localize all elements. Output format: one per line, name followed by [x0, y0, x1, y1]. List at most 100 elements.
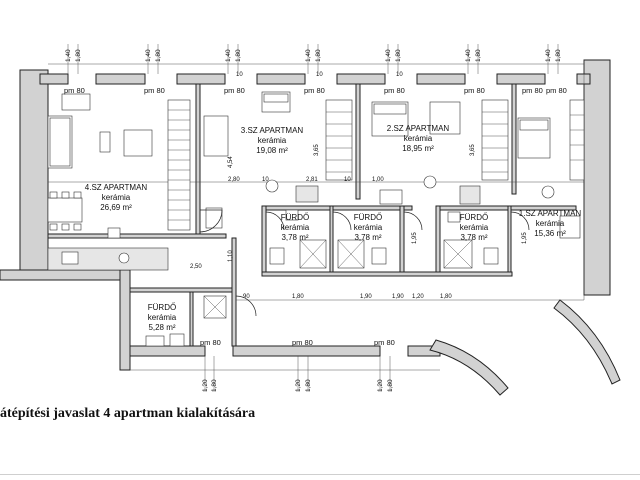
dim-label: 1,80 [475, 49, 482, 62]
room-area: 15,36 m² [534, 229, 566, 238]
furniture-apt3 [203, 91, 319, 229]
room-label-apt4: 4.SZ APARTMAN kerámia 26,69 m² [85, 183, 148, 212]
dim-label: 1,80 [155, 49, 162, 62]
room-label-apt2: 2.SZ APARTMAN kerámia 18,95 m² [387, 124, 450, 153]
dim-label: 1,00 [372, 177, 384, 183]
stairs [167, 99, 585, 231]
dim-label: 1,80 [305, 379, 312, 392]
window-label: pm 80 [464, 86, 485, 95]
dim-label: 1,80 [292, 294, 304, 300]
dim-label: 1,40 [465, 49, 472, 62]
dim-label: 1,20 [412, 294, 424, 300]
room-area: 26,69 m² [100, 203, 132, 212]
bathroom-fixtures [145, 209, 499, 347]
dim-label: 2,80 [228, 177, 240, 183]
dim-label: 1,20 [202, 379, 209, 392]
dim-label: 1,80 [387, 379, 394, 392]
dim-label: 1,80 [555, 49, 562, 62]
room-floor: kerámia [460, 223, 489, 232]
window-label: pm 80 [200, 338, 221, 347]
room-name: FÜRDŐ [148, 303, 176, 312]
dim-label: 1,40 [145, 49, 152, 62]
doors [199, 209, 530, 317]
dim-label: 90 [243, 294, 250, 300]
room-floor: kerámia [281, 223, 310, 232]
window-label: pm 80 [522, 86, 543, 95]
interior-walls [47, 83, 577, 347]
dim-label: 1,95 [412, 232, 418, 244]
bottom-dimension-line: 1,20 1,80 1,20 1,80 1,20 1,80 [130, 356, 440, 392]
window-label: pm 80 [384, 86, 405, 95]
dim-label: 1,80 [395, 49, 402, 62]
dim-label: 3,65 [470, 144, 476, 156]
room-area: 19,08 m² [256, 146, 288, 155]
outer-walls [0, 59, 621, 396]
dim-label: 1,90 [360, 294, 372, 300]
top-dimension-labels: 1,40 1,80 1,40 1,80 1,40 1,80 1,40 1,80 … [65, 49, 562, 62]
room-area: 3,78 m² [354, 233, 381, 242]
window-label: pm 80 [64, 86, 85, 95]
dim-label: 1,80 [315, 49, 322, 62]
furniture-apt4 [47, 93, 169, 271]
dim-label: 1,40 [65, 49, 72, 62]
room-name: 2.SZ APARTMAN [387, 124, 450, 133]
dim-label: 1,40 [305, 49, 312, 62]
dim-label: 2,81 [306, 177, 318, 183]
dim-label: 1,80 [75, 49, 82, 62]
dim-label: 10 [262, 177, 269, 183]
dim-label: 10 [316, 72, 323, 78]
room-label-bath3: FÜRDŐ kerámia 3,78 m² [460, 213, 489, 242]
dim-label: 1,80 [211, 379, 218, 392]
dim-label: 10 [396, 72, 403, 78]
room-area: 18,95 m² [402, 144, 434, 153]
room-name: FÜRDŐ [354, 213, 382, 222]
window-label: pm 80 [144, 86, 165, 95]
bottom-window-labels: pm 80 pm 80 pm 80 [200, 338, 395, 347]
dim-label: 1,40 [225, 49, 232, 62]
plan-caption: átépítési javaslat 4 apartman kialakítás… [0, 406, 256, 421]
window-label: pm 80 [304, 86, 325, 95]
room-area: 3,78 m² [281, 233, 308, 242]
top-window-labels: pm 80 pm 80 pm 80 pm 80 pm 80 pm 80 pm 8… [64, 86, 567, 95]
dim-label: 1,40 [385, 49, 392, 62]
room-floor: kerámia [148, 313, 177, 322]
dim-label: 1,95 [522, 232, 528, 244]
room-name: FÜRDŐ [460, 213, 488, 222]
room-name: FÜRDŐ [281, 213, 309, 222]
dim-label: 4,54 [228, 156, 234, 168]
window-label: pm 80 [292, 338, 313, 347]
dim-label: 1,20 [377, 379, 384, 392]
window-label: pm 80 [224, 86, 245, 95]
dim-label: 1,40 [545, 49, 552, 62]
dim-label: 1,20 [295, 379, 302, 392]
room-area: 5,28 m² [148, 323, 175, 332]
furniture-apt2 [371, 101, 481, 205]
window-label: pm 80 [374, 338, 395, 347]
dim-label: 2,50 [190, 264, 202, 270]
room-floor: kerámia [102, 193, 131, 202]
dim-label: 1,90 [392, 294, 404, 300]
room-label-bath2: FÜRDŐ kerámia 3,78 m² [354, 213, 383, 242]
room-area: 3,78 m² [460, 233, 487, 242]
room-floor: kerámia [258, 136, 287, 145]
window-label: pm 80 [546, 86, 567, 95]
top-dimension-line [48, 44, 584, 74]
room-floor: kerámia [354, 223, 383, 232]
room-floor: kerámia [404, 134, 433, 143]
room-label-apt3: 3.SZ APARTMAN kerámia 19,08 m² [241, 126, 304, 155]
dim-label: 10 [236, 72, 243, 78]
room-name: 3.SZ APARTMAN [241, 126, 304, 135]
room-label-apt1: 1.SZ APARTMAN kerámia 15,36 m² [519, 209, 582, 238]
dim-label: 1,80 [235, 49, 242, 62]
room-label-bath1: FÜRDŐ kerámia 3,78 m² [281, 213, 310, 242]
room-floor: kerámia [536, 219, 565, 228]
furniture-apt1 [517, 117, 581, 239]
inner-dimension-labels: 2,80 10 2,81 10 1,00 2,50 1,95 1,95 1,10… [190, 72, 528, 300]
dim-label: 3,65 [314, 144, 320, 156]
room-name: 1.SZ APARTMAN [519, 209, 582, 218]
room-name: 4.SZ APARTMAN [85, 183, 148, 192]
floor-plan-drawing: 1,40 1,80 1,40 1,80 1,40 1,80 1,40 1,80 … [0, 44, 621, 396]
dim-label: 10 [344, 177, 351, 183]
room-label-bath4: FÜRDŐ kerámia 5,28 m² [148, 303, 177, 332]
